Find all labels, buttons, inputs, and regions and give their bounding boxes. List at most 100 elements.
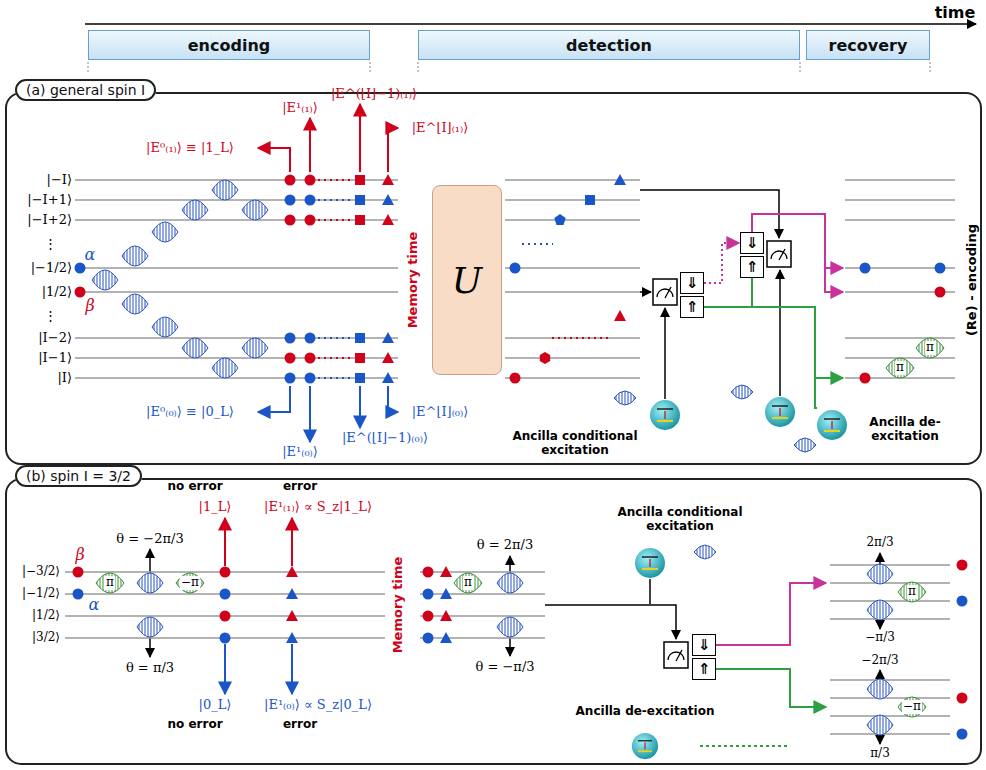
level-line — [505, 199, 640, 201]
label: |E^⌊I⌋₍₁₎⟩ — [412, 121, 469, 136]
label: |1/2⟩ — [32, 609, 60, 623]
label: α — [85, 246, 96, 264]
level-line — [420, 593, 545, 595]
level-line — [845, 199, 955, 201]
ellipsis — [318, 199, 352, 201]
level-line — [420, 615, 545, 617]
label: ⋮ — [44, 237, 57, 252]
label: |1/2⟩ — [42, 285, 72, 300]
level-line — [505, 357, 640, 359]
level-line — [75, 377, 398, 379]
label: |E¹₍₁₎⟩ ∝ S_z|1_L⟩ — [264, 500, 372, 515]
state-triangle — [286, 632, 298, 643]
ellipsis — [318, 337, 352, 339]
level-line — [75, 199, 398, 201]
label: π — [895, 361, 905, 375]
outcome-box: ⇓ — [740, 232, 764, 254]
level-line — [505, 377, 640, 379]
outcome-box: ⇑ — [680, 296, 704, 318]
state-dot — [510, 373, 521, 384]
state-dot — [305, 215, 316, 226]
label: error — [283, 480, 317, 494]
label: π/3 — [870, 747, 890, 761]
pulse — [176, 573, 204, 593]
state-dot — [285, 175, 296, 186]
level-line — [830, 715, 950, 717]
node-text: ⇑ — [746, 258, 759, 276]
node-text: ⇑ — [698, 660, 711, 678]
label: |E^(⌊I⌋−1)₍₁₎⟩ — [331, 87, 417, 102]
level-line — [830, 582, 950, 584]
level-line — [830, 564, 950, 566]
state-square — [585, 195, 595, 205]
state-triangle — [614, 310, 626, 321]
encoding-arrows — [225, 104, 398, 694]
outcome-box: ⇓ — [680, 272, 704, 294]
state-triangle — [286, 610, 298, 621]
label: 2π/3 — [866, 536, 893, 550]
pulse — [182, 338, 208, 358]
ellipsis — [318, 179, 352, 181]
pulse — [212, 358, 238, 378]
pulse — [898, 697, 926, 717]
state-dot — [305, 195, 316, 206]
pulse — [122, 294, 148, 314]
label: |I⟩ — [57, 371, 72, 386]
pulse — [96, 573, 124, 593]
state-dot — [935, 287, 946, 298]
state-dot — [305, 175, 316, 186]
label: Ancilla de-excitation — [855, 416, 955, 444]
state-triangle — [286, 566, 298, 577]
unitary-box: U — [432, 185, 502, 375]
pulse — [898, 582, 926, 602]
panel: (b) spin I = 3/2⇓⇑ — [5, 478, 982, 765]
label: |E^⌊I⌋₍₀₎⟩ — [412, 405, 469, 420]
label: |I−1⟩ — [38, 351, 72, 366]
level-line — [505, 219, 640, 221]
pulse — [867, 564, 893, 584]
label: |−I+2⟩ — [27, 213, 72, 228]
state-dot — [285, 195, 296, 206]
pulse — [122, 246, 148, 266]
level-line — [505, 291, 640, 293]
state-dot — [75, 287, 86, 298]
pulse — [731, 385, 753, 399]
state-square — [355, 353, 365, 363]
level-line — [830, 618, 950, 620]
state-dot — [860, 373, 871, 384]
pulse — [867, 679, 893, 699]
label: |E¹₍₁₎⟩ — [282, 101, 318, 116]
label: −π — [180, 576, 200, 590]
state-dot — [73, 567, 84, 578]
pulse — [242, 338, 268, 358]
state-dot — [220, 589, 231, 600]
label: −π — [902, 700, 922, 714]
label: β — [85, 297, 94, 315]
level-line — [845, 219, 955, 221]
node-text: recovery — [829, 36, 908, 55]
state-dot — [423, 611, 434, 622]
state-square — [355, 195, 365, 205]
level-line — [75, 219, 398, 221]
ellipsis — [522, 243, 553, 245]
label: Ancilla conditional excitation — [610, 506, 750, 534]
phase-bar: recovery — [806, 30, 930, 60]
time-axis — [85, 23, 976, 25]
label: Memory time — [406, 232, 421, 329]
label: |E⁰₍₁₎⟩ ≡ |1_L⟩ — [146, 141, 234, 156]
pulse — [497, 617, 523, 637]
pulse — [694, 545, 716, 559]
phase-bar: encoding — [88, 30, 370, 60]
state-dot — [957, 693, 968, 704]
node-text: detection — [566, 36, 652, 55]
meters — [653, 241, 791, 668]
state-triangle — [286, 588, 298, 599]
state-dot — [423, 633, 434, 644]
label: Ancilla conditional excitation — [510, 430, 640, 458]
state-square — [355, 373, 365, 383]
level-line — [75, 267, 398, 269]
pulse — [916, 338, 944, 358]
label: |−1/2⟩ — [31, 261, 72, 276]
state-dot — [220, 611, 231, 622]
label: θ = 2π/3 — [477, 538, 533, 553]
